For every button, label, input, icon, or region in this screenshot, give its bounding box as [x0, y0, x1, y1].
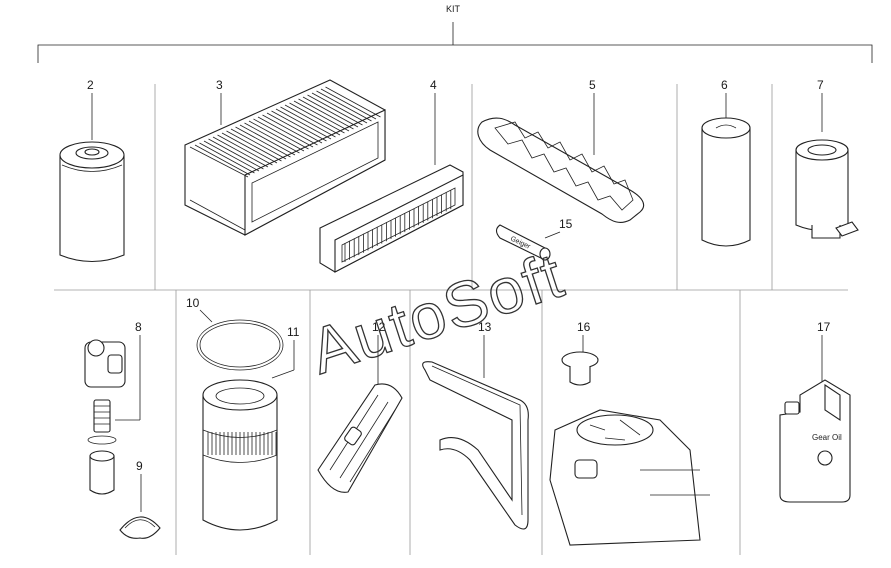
part-10-o-ring: 10 — [186, 296, 284, 371]
part-13-belt: 13 — [422, 320, 529, 530]
part-17-gear-oil: 17 Gear Oil — [779, 320, 851, 503]
callout-6: 6 — [721, 78, 728, 92]
callout-9: 9 — [136, 459, 143, 473]
grid-dividers — [54, 84, 848, 555]
callout-3: 3 — [216, 78, 223, 92]
callout-7: 7 — [817, 78, 824, 92]
callout-10: 10 — [186, 296, 200, 310]
gear-oil-text: Gear Oil — [812, 433, 842, 442]
callout-5: 5 — [589, 78, 596, 92]
part-3-air-filter: 3 — [184, 78, 386, 236]
part-12-bracket: 12 — [317, 320, 403, 493]
callout-11: 11 — [287, 325, 300, 339]
callout-4: 4 — [430, 78, 437, 92]
part-9-clamp: 9 — [119, 459, 161, 539]
callout-12: 12 — [372, 320, 386, 334]
callout-8: 8 — [135, 320, 142, 334]
part-2-oil-filter: 2 — [59, 78, 125, 262]
part-7-fuel-filter: 7 — [795, 78, 859, 239]
callout-17: 17 — [817, 320, 831, 334]
part-16-cap-and-housing: 16 — [549, 320, 710, 546]
callout-15: 15 — [559, 217, 573, 231]
part-6-cartridge-filter: 6 — [701, 78, 751, 247]
part-5-gasket: 5 — [477, 78, 645, 223]
callout-2: 2 — [87, 78, 94, 92]
part-11-filter-element: 11 — [202, 325, 300, 531]
callout-16: 16 — [577, 320, 591, 334]
kit-label: KIT — [446, 4, 461, 14]
part-8-fuel-prefilter: 8 — [84, 320, 142, 495]
part-4-cabin-filter: 4 — [319, 78, 464, 273]
callout-13: 13 — [478, 320, 492, 334]
kit-bracket: KIT — [37, 4, 873, 63]
